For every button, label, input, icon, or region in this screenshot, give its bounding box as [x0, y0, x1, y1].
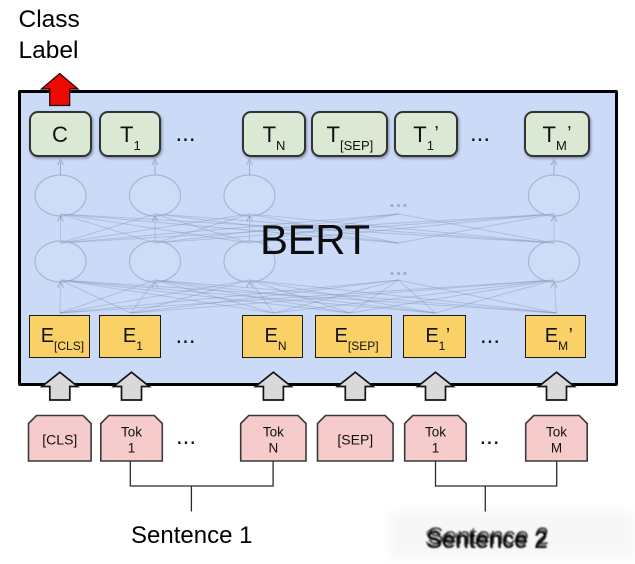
svg-text:Tok: Tok	[121, 425, 142, 440]
svg-text:Tok: Tok	[425, 425, 446, 440]
svg-text:N: N	[268, 441, 278, 456]
svg-text:M: M	[551, 441, 562, 456]
svg-text:1: 1	[128, 441, 136, 456]
svg-text:[CLS]: [CLS]	[42, 432, 77, 448]
svg-text:[SEP]: [SEP]	[337, 432, 373, 448]
svg-text:Tok: Tok	[546, 425, 567, 440]
svg-text:1: 1	[432, 441, 440, 456]
svg-text:Tok: Tok	[263, 425, 284, 440]
